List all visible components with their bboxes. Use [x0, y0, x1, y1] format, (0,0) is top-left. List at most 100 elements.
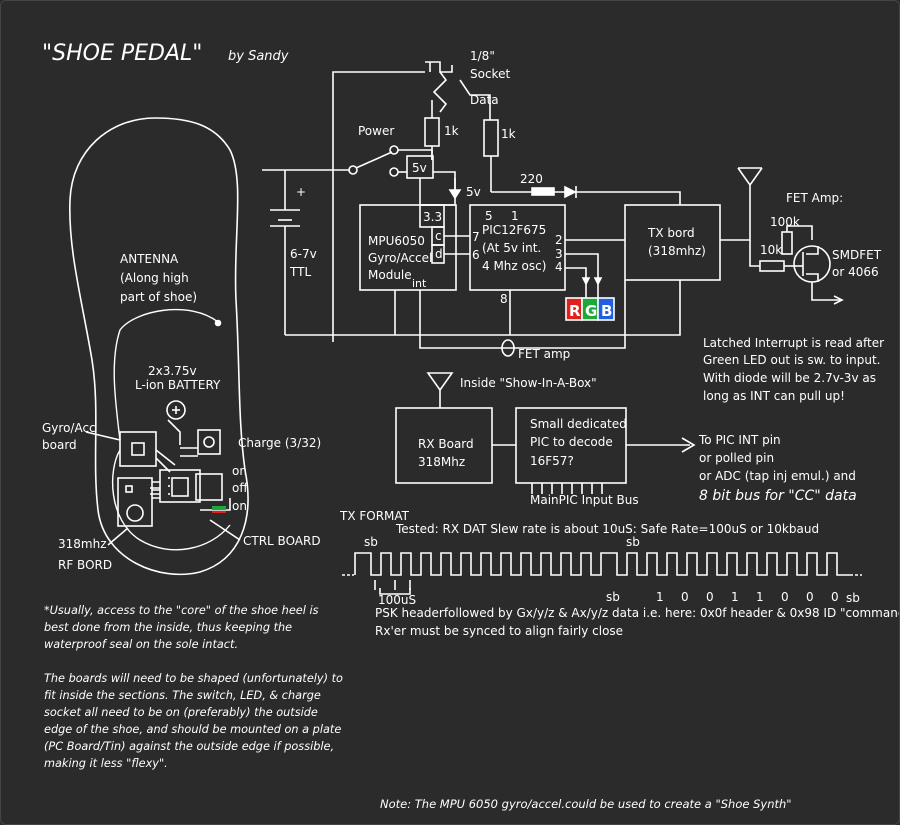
- decoder-label-3: 16F57?: [530, 454, 574, 468]
- bottom-note: Note: The MPU 6050 gyro/accel.could be u…: [380, 797, 792, 811]
- fet-r1-label: 100k: [770, 215, 800, 229]
- mpu-pin-33: 3.3: [423, 210, 442, 224]
- pic-label-3: 4 Mhz osc): [482, 259, 546, 273]
- ctrl-board-icon: [150, 469, 231, 511]
- pic-pin2: 2: [555, 233, 563, 247]
- shoe-battery-label-1: 2x3.75v: [148, 364, 197, 378]
- regulator-label: 5v: [412, 161, 427, 175]
- bit-5: 0: [781, 590, 789, 604]
- mpu-label-2: Gyro/Accel: [368, 251, 432, 265]
- mpu-label-1: MPU6050: [368, 234, 425, 248]
- note-1: *Usually, access to the "core" of the sh…: [44, 604, 319, 651]
- pic-label-1: PIC12F675: [482, 223, 546, 237]
- pic-pin5: 5: [485, 209, 493, 223]
- charge-label: Charge (3/32): [238, 436, 321, 450]
- resistor-10k: [759, 260, 785, 272]
- gyro-label-2: board: [42, 438, 77, 452]
- latch-note-1: Latched Interrupt is read after: [703, 336, 884, 350]
- mpu6050-module: [359, 204, 457, 291]
- rf-label-2: RF BORD: [58, 558, 112, 572]
- output-3: or ADC (tap inj emul.) and: [699, 469, 856, 483]
- antenna-label-1: ANTENNA: [120, 252, 179, 266]
- latch-note-4: long as INT can pull up!: [703, 389, 845, 403]
- fet-r2-label: 10k: [760, 243, 782, 257]
- title: "SHOE PEDAL": [42, 41, 202, 66]
- resistor-220: [531, 187, 555, 196]
- ground-rail: [285, 280, 681, 336]
- bit-6: 0: [806, 590, 814, 604]
- tx-label-1: TX bord: [647, 226, 695, 240]
- resistor-220-label: 220: [520, 172, 543, 186]
- timing-100us: 100uS: [378, 593, 416, 607]
- bit-labels: 1 0 0 1 1 0 0 0: [656, 590, 839, 604]
- rgb-r: R: [569, 302, 581, 320]
- input-bus-lines: [531, 483, 603, 494]
- sb-label-4: sb: [846, 591, 860, 605]
- rf-label-1: 318mhz: [58, 537, 107, 551]
- battery-voltage: 6-7v: [290, 247, 317, 261]
- pic12f675-chip: [469, 204, 566, 291]
- output-arrow: [681, 437, 696, 453]
- switch-on-label-1: on: [232, 464, 247, 478]
- rgb-led-blue: [597, 297, 615, 321]
- output-1: To PIC INT pin: [698, 433, 781, 447]
- bit-7: 0: [831, 590, 839, 604]
- psk-line-2: Rx'er must be synced to align fairly clo…: [375, 624, 623, 638]
- tested-note: Tested: RX DAT Slew rate is about 10uS: …: [395, 522, 819, 536]
- antenna-wire: [113, 308, 219, 441]
- rf-board-icon: [117, 477, 160, 527]
- antenna-label-3: part of shoe): [120, 290, 197, 304]
- zener-diode: [448, 189, 462, 200]
- psk-line-1: PSK headerfollowed by Gx/y/z & Ax/y/z da…: [375, 606, 900, 620]
- switch-on-label-2: on: [232, 499, 247, 513]
- rgb-b: B: [601, 302, 612, 320]
- latch-note-3: With diode will be 2.7v-3v as: [703, 371, 876, 385]
- note-2: The boards will need to be shaped (unfor…: [44, 672, 343, 770]
- bit-2: 0: [706, 590, 714, 604]
- mpu-pin-d: d: [435, 247, 443, 261]
- timing-ticks: [374, 580, 411, 595]
- latch-note-2: Green LED out is sw. to input.: [703, 353, 880, 367]
- sb-label-1: sb: [364, 535, 378, 549]
- socket-label-2: Socket: [470, 67, 510, 81]
- pic-label-2: (At 5v int.: [482, 241, 541, 255]
- fet-amp-node: [501, 339, 515, 357]
- switch-off-label: off: [232, 481, 248, 495]
- resistor-100k: [781, 231, 793, 255]
- antenna-label-2: (Along high: [120, 271, 189, 285]
- pic-pin4: 4: [555, 260, 563, 274]
- inside-label: Inside "Show-In-A-Box": [460, 376, 597, 390]
- resistor-1k-b-label: 1k: [501, 127, 516, 141]
- fet-amp-label: FET amp: [518, 347, 570, 361]
- pic-pin1: 1: [511, 209, 519, 223]
- rail-left-top: [332, 71, 425, 342]
- notes-block: *Usually, access to the "core" of the sh…: [44, 602, 344, 789]
- tx-label-2: (318mhz): [648, 244, 706, 258]
- led-diode: [564, 185, 577, 199]
- pic-pin6: 6: [472, 248, 480, 262]
- bit-1: 0: [681, 590, 689, 604]
- output-2: or polled pin: [699, 451, 774, 465]
- mpu-pin-int: int: [412, 277, 427, 290]
- tx-waveform: [354, 552, 850, 576]
- rx-label-2: 318Mhz: [418, 455, 465, 469]
- gyro-board-icon: [119, 431, 176, 473]
- fet-part-2: or 4066: [832, 265, 879, 279]
- socket-label-1: 1/8": [470, 49, 495, 63]
- rx-label-1: RX Board: [418, 437, 474, 451]
- data-label: Data: [470, 93, 499, 107]
- tx-antenna-icon: [737, 167, 763, 187]
- power-switch-icon[interactable]: [348, 145, 399, 177]
- bit-3: 1: [731, 590, 739, 604]
- resistor-1k-a: [424, 117, 440, 147]
- rx-antenna-icon: [426, 372, 454, 392]
- ctrl-label: CTRL BOARD: [243, 534, 321, 548]
- pic-supply-label: 5v: [466, 185, 481, 199]
- sb-label-2: sb: [626, 535, 640, 549]
- fet-title: FET Amp:: [786, 191, 843, 205]
- battery-plus: +: [296, 185, 306, 199]
- sb-label-3: sb: [606, 590, 620, 604]
- decoder-label-2: PIC to decode: [530, 435, 613, 449]
- shoe-outline: [69, 117, 249, 576]
- bit-0: 1: [656, 590, 664, 604]
